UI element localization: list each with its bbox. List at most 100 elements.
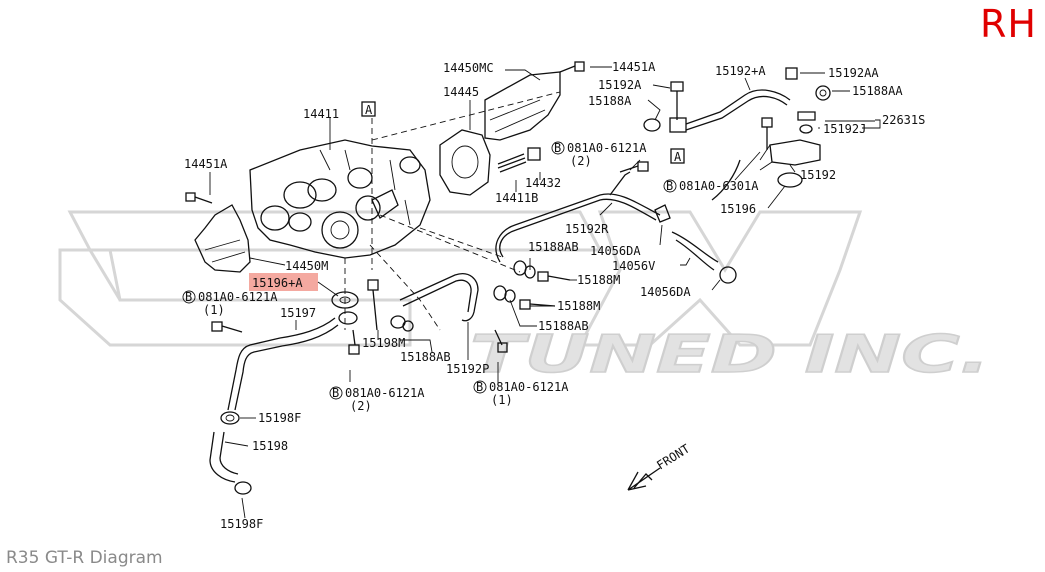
label-15188AB-up: 15188AB — [528, 240, 579, 254]
label-14451A-top: 14451A — [612, 60, 656, 74]
heat-shield-14450M — [194, 204, 251, 273]
label-14056DA-low: 14056DA — [640, 285, 691, 299]
pipe-15197 — [227, 317, 336, 411]
fitting-22631S — [797, 111, 816, 121]
label-15192-plusA: 15192+A — [715, 64, 766, 78]
svg-text:(2): (2) — [350, 399, 372, 413]
label-14450MC: 14450MC — [443, 61, 494, 75]
svg-text:A: A — [674, 150, 682, 164]
label-15192: 15192 — [800, 168, 836, 182]
washer-15188A — [643, 118, 661, 132]
ref-box-a-top: A — [361, 101, 376, 117]
clamp-14056DA-up — [654, 204, 671, 223]
svg-text:(2): (2) — [570, 154, 592, 168]
bolt-14451A-left — [185, 192, 213, 204]
label-15196A: 15196+A — [252, 276, 303, 290]
label-14432: 14432 — [525, 176, 561, 190]
bolt-081A0-left — [211, 321, 243, 333]
svg-text:081A0-6121A: 081A0-6121A — [345, 386, 425, 400]
label-15197: 15197 — [280, 306, 316, 320]
diagram-caption: R35 GT-R Diagram — [6, 548, 163, 568]
ref-box-a-right: A — [670, 148, 685, 164]
bracket-15192 — [759, 139, 821, 171]
bolt-14451A-top — [559, 61, 585, 73]
label-15188AB-mid: 15188AB — [400, 350, 451, 364]
flange-15196A — [331, 291, 359, 325]
label-15198F-bottom: 15198F — [220, 517, 263, 531]
label-15188AA: 15188AA — [852, 84, 903, 98]
label-14056V: 14056V — [612, 259, 655, 273]
clamp-14056DA-low — [719, 266, 737, 284]
bolt-spec-081A0-top: B 081A0-6121A (2) — [551, 141, 647, 168]
label-15198M: 15198M — [362, 336, 405, 350]
bolt-symbol: B — [554, 141, 561, 155]
label-15188AB-right: 15188AB — [538, 319, 589, 333]
heat-shield-14450MC — [484, 71, 561, 141]
bolt-symbol: B — [185, 290, 192, 304]
bolt-spec-081A0-mid: B 081A0-6121A (2) — [329, 386, 425, 413]
gasket-15196 — [777, 172, 803, 188]
bolt-symbol: B — [332, 386, 339, 400]
svg-text:(1): (1) — [203, 303, 225, 317]
bolt-spec-081A0-left: B 081A0-6121A (1) — [182, 290, 278, 317]
bolt-15188M-up — [537, 271, 571, 282]
svg-text:(1): (1) — [491, 393, 513, 407]
label-22631S: 22631S — [882, 113, 925, 127]
label-15192J: 15192J — [823, 122, 866, 136]
pipe-15192-plusA — [685, 89, 791, 131]
label-14445: 14445 — [443, 85, 479, 99]
label-15198F-top: 15198F — [258, 411, 301, 425]
label-14056DA-up: 14056DA — [590, 244, 641, 258]
highlight-15196A — [249, 273, 318, 291]
leader-lines — [209, 66, 881, 519]
nut-14432 — [527, 147, 541, 161]
label-15192AA: 15192AA — [828, 66, 879, 80]
turbine-housing-14411 — [249, 139, 431, 259]
bolt-081A0-mid — [348, 329, 360, 355]
label-15198: 15198 — [252, 439, 288, 453]
svg-text:A: A — [365, 103, 373, 117]
label-14450M: 14450M — [285, 259, 328, 273]
bolt-081A0-top — [619, 161, 649, 173]
svg-text:081A0-6301A: 081A0-6301A — [679, 179, 759, 193]
label-15192R: 15192R — [565, 222, 609, 236]
oil-pipe-15192R — [495, 193, 661, 263]
label-14451A-left: 14451A — [184, 157, 228, 171]
washer-15188AA — [815, 85, 831, 101]
bolt-symbol: B — [666, 179, 673, 193]
clamp-15198F-top — [220, 411, 240, 425]
svg-text:081A0-6121A: 081A0-6121A — [198, 290, 278, 304]
label-15192P: 15192P — [446, 362, 489, 376]
front-arrow: FRONT — [627, 442, 692, 491]
label-15196: 15196 — [720, 202, 756, 216]
label-14411B: 14411B — [495, 191, 538, 205]
stud-14411B — [497, 153, 527, 173]
bolt-081A0-low — [494, 329, 508, 353]
fitting-15188AB-up — [513, 260, 536, 279]
bolt-symbol: B — [476, 380, 483, 394]
watermark-logo: TUNED INC. — [58, 210, 991, 386]
label-15188A: 15188A — [588, 94, 632, 108]
svg-text:081A0-6121A: 081A0-6121A — [489, 380, 569, 394]
clamp-15198F-bottom — [234, 481, 252, 495]
fitting-15188AB-mid — [390, 315, 414, 332]
hose-15198 — [209, 431, 239, 483]
label-14411: 14411 — [303, 107, 339, 121]
bolt-spec-081A0-6301A: B 081A0-6301A — [663, 179, 759, 193]
label-15192A: 15192A — [598, 78, 642, 92]
label-15188M-mid: 15188M — [557, 299, 600, 313]
bolt-spec-081A0-low: B 081A0-6121A (1) — [473, 380, 569, 407]
side-label-rh: RH — [980, 2, 1037, 46]
banjo-fitting — [669, 117, 687, 133]
bolt-081A0-6301A — [761, 117, 773, 150]
bolt-15198M — [367, 279, 379, 331]
fitting-15188AB-right — [493, 285, 516, 303]
hose-14056V — [671, 231, 719, 271]
fitting-15192AA — [785, 67, 798, 80]
svg-text:081A0-6121A: 081A0-6121A — [567, 141, 647, 155]
watermark-text: TUNED INC. — [470, 325, 990, 385]
bolt-15188M-mid — [519, 299, 556, 310]
front-label: FRONT — [654, 442, 692, 473]
washer-15192J — [799, 124, 813, 134]
